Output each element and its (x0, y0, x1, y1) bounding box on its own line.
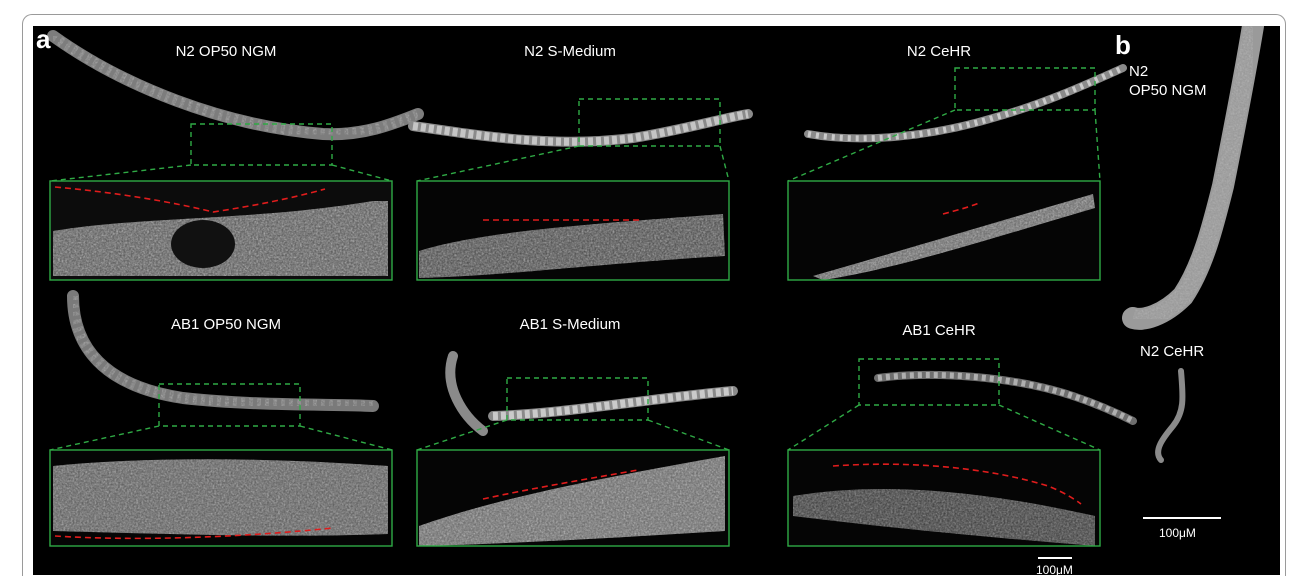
panel-label-ab1-op50-ngm: AB1 OP50 NGM (170, 316, 282, 333)
panel-letter-b: b (1115, 30, 1131, 60)
inset-n2-op50-ngm (50, 181, 392, 280)
panel-b-label-bottom: N2 CeHR (1140, 343, 1205, 360)
worm-b-n2-op50-ngm (1122, 26, 1264, 330)
micrograph-canvas: a b N2 OP50 NGM N2 S-Medium N2 CeHR AB1 … (33, 26, 1280, 575)
inset-ab1-s-medium (417, 450, 729, 546)
micrograph-drawing (47, 26, 1264, 559)
worm-ab1-op50-ngm (67, 290, 379, 412)
panel-label-ab1-s-medium: AB1 S-Medium (519, 316, 621, 333)
worm-ab1-cehr (874, 371, 1137, 425)
inset-n2-s-medium (417, 181, 729, 280)
panel-label-n2-s-medium: N2 S-Medium (524, 43, 616, 60)
inset-ab1-op50-ngm (50, 450, 392, 546)
panel-b-label-top-line1: N2 (1129, 63, 1149, 80)
worm-b-n2-cehr (1155, 368, 1186, 463)
panel-b-label-top: N2 OP50 NGM (1129, 62, 1207, 100)
inset-ab1-cehr (788, 450, 1100, 546)
inset-guides (49, 67, 1101, 547)
red-traces (54, 186, 1082, 540)
panel-label-ab1-cehr: AB1 CeHR (902, 322, 976, 339)
panel-letter-a: a (36, 26, 51, 54)
worm-ab1-s-medium (445, 351, 738, 436)
worm-n2-cehr (804, 64, 1127, 143)
worm-n2-s-medium (408, 109, 753, 147)
worm-n2-op50-ngm (47, 30, 424, 141)
scale-bar-a-label: 100μM (1036, 563, 1073, 575)
inset-n2-cehr (788, 181, 1100, 280)
panel-b-label-top-line2: OP50 NGM (1129, 82, 1207, 99)
panel-label-n2-cehr: N2 CeHR (906, 43, 972, 60)
scale-bar-b-label: 100μM (1159, 526, 1196, 540)
panel-label-n2-op50-ngm: N2 OP50 NGM (175, 43, 277, 60)
